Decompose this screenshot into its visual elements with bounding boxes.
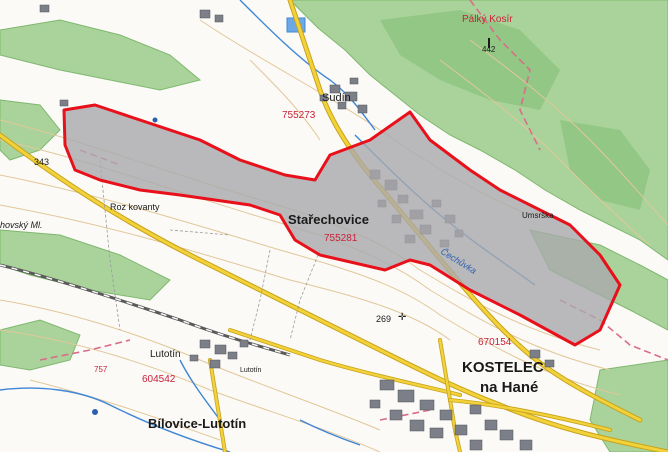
cadastral-area-boundary[interactable] [62, 103, 622, 347]
hill-marker-icon [488, 38, 490, 48]
place-code-kostelec: 670154 [478, 337, 512, 348]
water-point-icon [152, 117, 158, 123]
place-label-bilovice: Bílovice-Lutotín [148, 416, 246, 431]
spot-height-label-2: 269 [376, 314, 391, 324]
cross-marker-icon: ✛ [398, 312, 406, 323]
place-label-lutotin: Lutotín [150, 349, 181, 360]
forest-name-label: Umsrška [522, 211, 554, 220]
forest-dark-layer [380, 10, 650, 210]
place-sublabel-lutotin: Lutotín [240, 367, 262, 374]
place-label-starechovice: Stařechovice [288, 212, 369, 227]
place-label-kostelec-line2: na Hané [480, 379, 538, 396]
place-label-sudin: Sudín [322, 92, 351, 104]
water-point-icon [92, 409, 98, 415]
hill-elevation-label: 442 [482, 45, 496, 54]
place-label-kostelec-line1: KOSTELEC [462, 359, 544, 376]
field-name-label: Roz kovanty [110, 202, 160, 212]
place-code-lutotin: 604542 [142, 374, 176, 385]
paths [99, 159, 321, 341]
railway [0, 263, 291, 357]
truncated-code-label: 757 [94, 365, 108, 374]
hill-name-label: Pálký Kosír [462, 14, 513, 25]
place-code-sudin: 755273 [282, 110, 316, 121]
mill-name-label: hovský Ml. [0, 220, 43, 230]
spot-height-label: 343 [34, 157, 49, 167]
place-code-starechovice: 755281 [324, 233, 358, 244]
